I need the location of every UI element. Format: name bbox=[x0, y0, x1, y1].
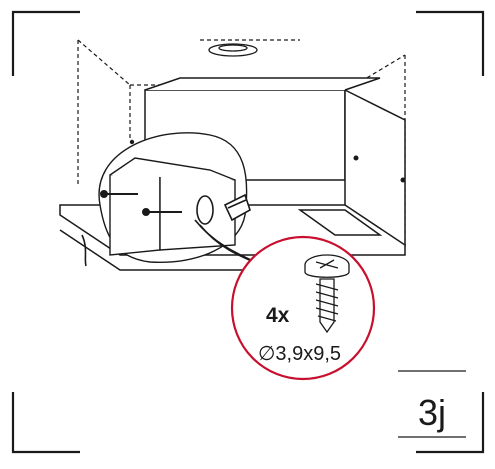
screw-arrows bbox=[100, 190, 182, 216]
screw-lower-head bbox=[142, 208, 150, 216]
screw-size: ∅3,9x9,5 bbox=[258, 343, 341, 365]
step-label-box: 3j bbox=[398, 370, 466, 438]
step-label: 3j bbox=[418, 392, 446, 433]
corner-bottom-right bbox=[416, 392, 485, 454]
vent-opening bbox=[208, 43, 258, 57]
corner-bottom-left bbox=[11, 392, 80, 454]
frame-corners bbox=[11, 10, 485, 454]
screw-icon bbox=[304, 254, 350, 334]
corner-top-left bbox=[11, 10, 80, 76]
screw-quantity: 4x bbox=[266, 304, 290, 327]
screw-callout: 4x ∅3,9x9,5 bbox=[230, 235, 376, 381]
corner-top-right bbox=[416, 10, 485, 76]
screw-upper-head bbox=[100, 190, 108, 198]
